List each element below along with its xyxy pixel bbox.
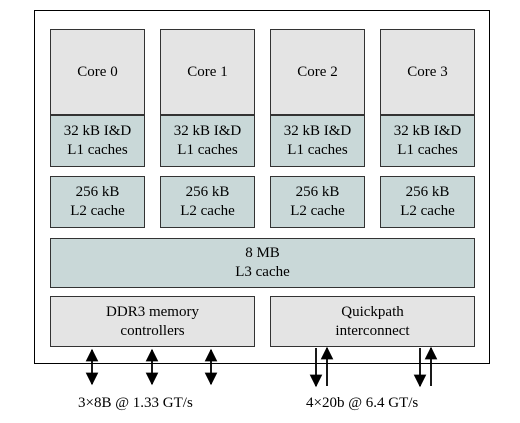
core-2-label: Core 2 xyxy=(297,63,338,80)
l2-size: 256 kB xyxy=(295,184,340,200)
core-3-l2-cache: 256 kB L2 cache xyxy=(380,176,475,228)
l1-label: L1 caches xyxy=(67,142,128,158)
l1-label: L1 caches xyxy=(287,142,348,158)
core-3-l1-cache: 32 kB I&D L1 caches xyxy=(380,115,475,167)
l2-label: L2 cache xyxy=(70,203,125,219)
core-1: Core 1 xyxy=(160,29,255,115)
l1-label: L1 caches xyxy=(177,142,238,158)
core-0-l2-cache: 256 kB L2 cache xyxy=(50,176,145,228)
core-1-label: Core 1 xyxy=(187,63,228,80)
l2-label: L2 cache xyxy=(290,203,345,219)
l2-label: L2 cache xyxy=(180,203,235,219)
quickpath-interconnect: Quickpath interconnect xyxy=(270,296,475,347)
core-2-l1-cache: 32 kB I&D L1 caches xyxy=(270,115,365,167)
l1-size: 32 kB I&D xyxy=(283,123,352,139)
l1-size: 32 kB I&D xyxy=(393,123,462,139)
memory-bus-label: 3×8B @ 1.33 GT/s xyxy=(78,395,193,411)
memory-controller-line-1: DDR3 memory xyxy=(106,303,199,320)
core-3-label: Core 3 xyxy=(407,63,448,80)
l3-cache: 8 MB L3 cache xyxy=(50,238,475,288)
l1-label: L1 caches xyxy=(397,142,458,158)
l1-size: 32 kB I&D xyxy=(63,123,132,139)
core-0-l1-cache: 32 kB I&D L1 caches xyxy=(50,115,145,167)
memory-controller-line-2: controllers xyxy=(120,322,185,339)
core-2-l2-cache: 256 kB L2 cache xyxy=(270,176,365,228)
ddr3-memory-controllers: DDR3 memory controllers xyxy=(50,296,255,347)
interconnect-line-1: Quickpath xyxy=(341,303,404,320)
core-0-label: Core 0 xyxy=(77,63,118,80)
l3-size: 8 MB xyxy=(245,245,280,261)
core-3: Core 3 xyxy=(380,29,475,115)
core-2: Core 2 xyxy=(270,29,365,115)
l2-label: L2 cache xyxy=(400,203,455,219)
l2-size: 256 kB xyxy=(75,184,120,200)
interconnect-line-2: interconnect xyxy=(335,322,410,339)
interconnect-bus-label: 4×20b @ 6.4 GT/s xyxy=(306,395,419,411)
l3-label: L3 cache xyxy=(235,264,290,280)
l2-size: 256 kB xyxy=(405,184,450,200)
core-0: Core 0 xyxy=(50,29,145,115)
l2-size: 256 kB xyxy=(185,184,230,200)
core-1-l2-cache: 256 kB L2 cache xyxy=(160,176,255,228)
core-1-l1-cache: 32 kB I&D L1 caches xyxy=(160,115,255,167)
l1-size: 32 kB I&D xyxy=(173,123,242,139)
